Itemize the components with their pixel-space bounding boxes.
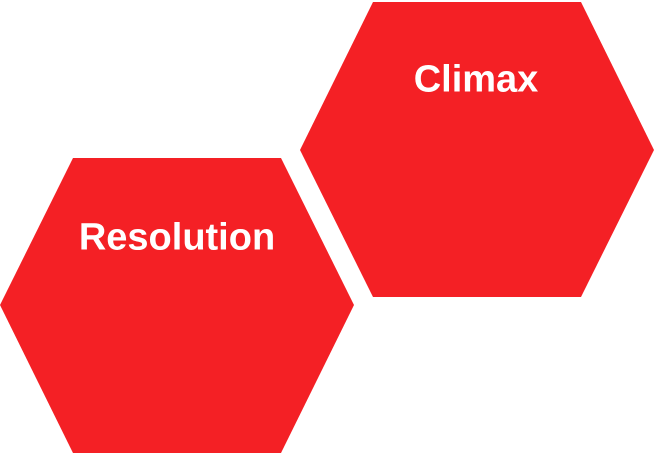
resolution-label: Resolution <box>78 216 276 259</box>
hexagon-climax <box>300 2 654 297</box>
hexagon-resolution <box>0 158 354 453</box>
climax-label: Climax <box>413 58 539 101</box>
